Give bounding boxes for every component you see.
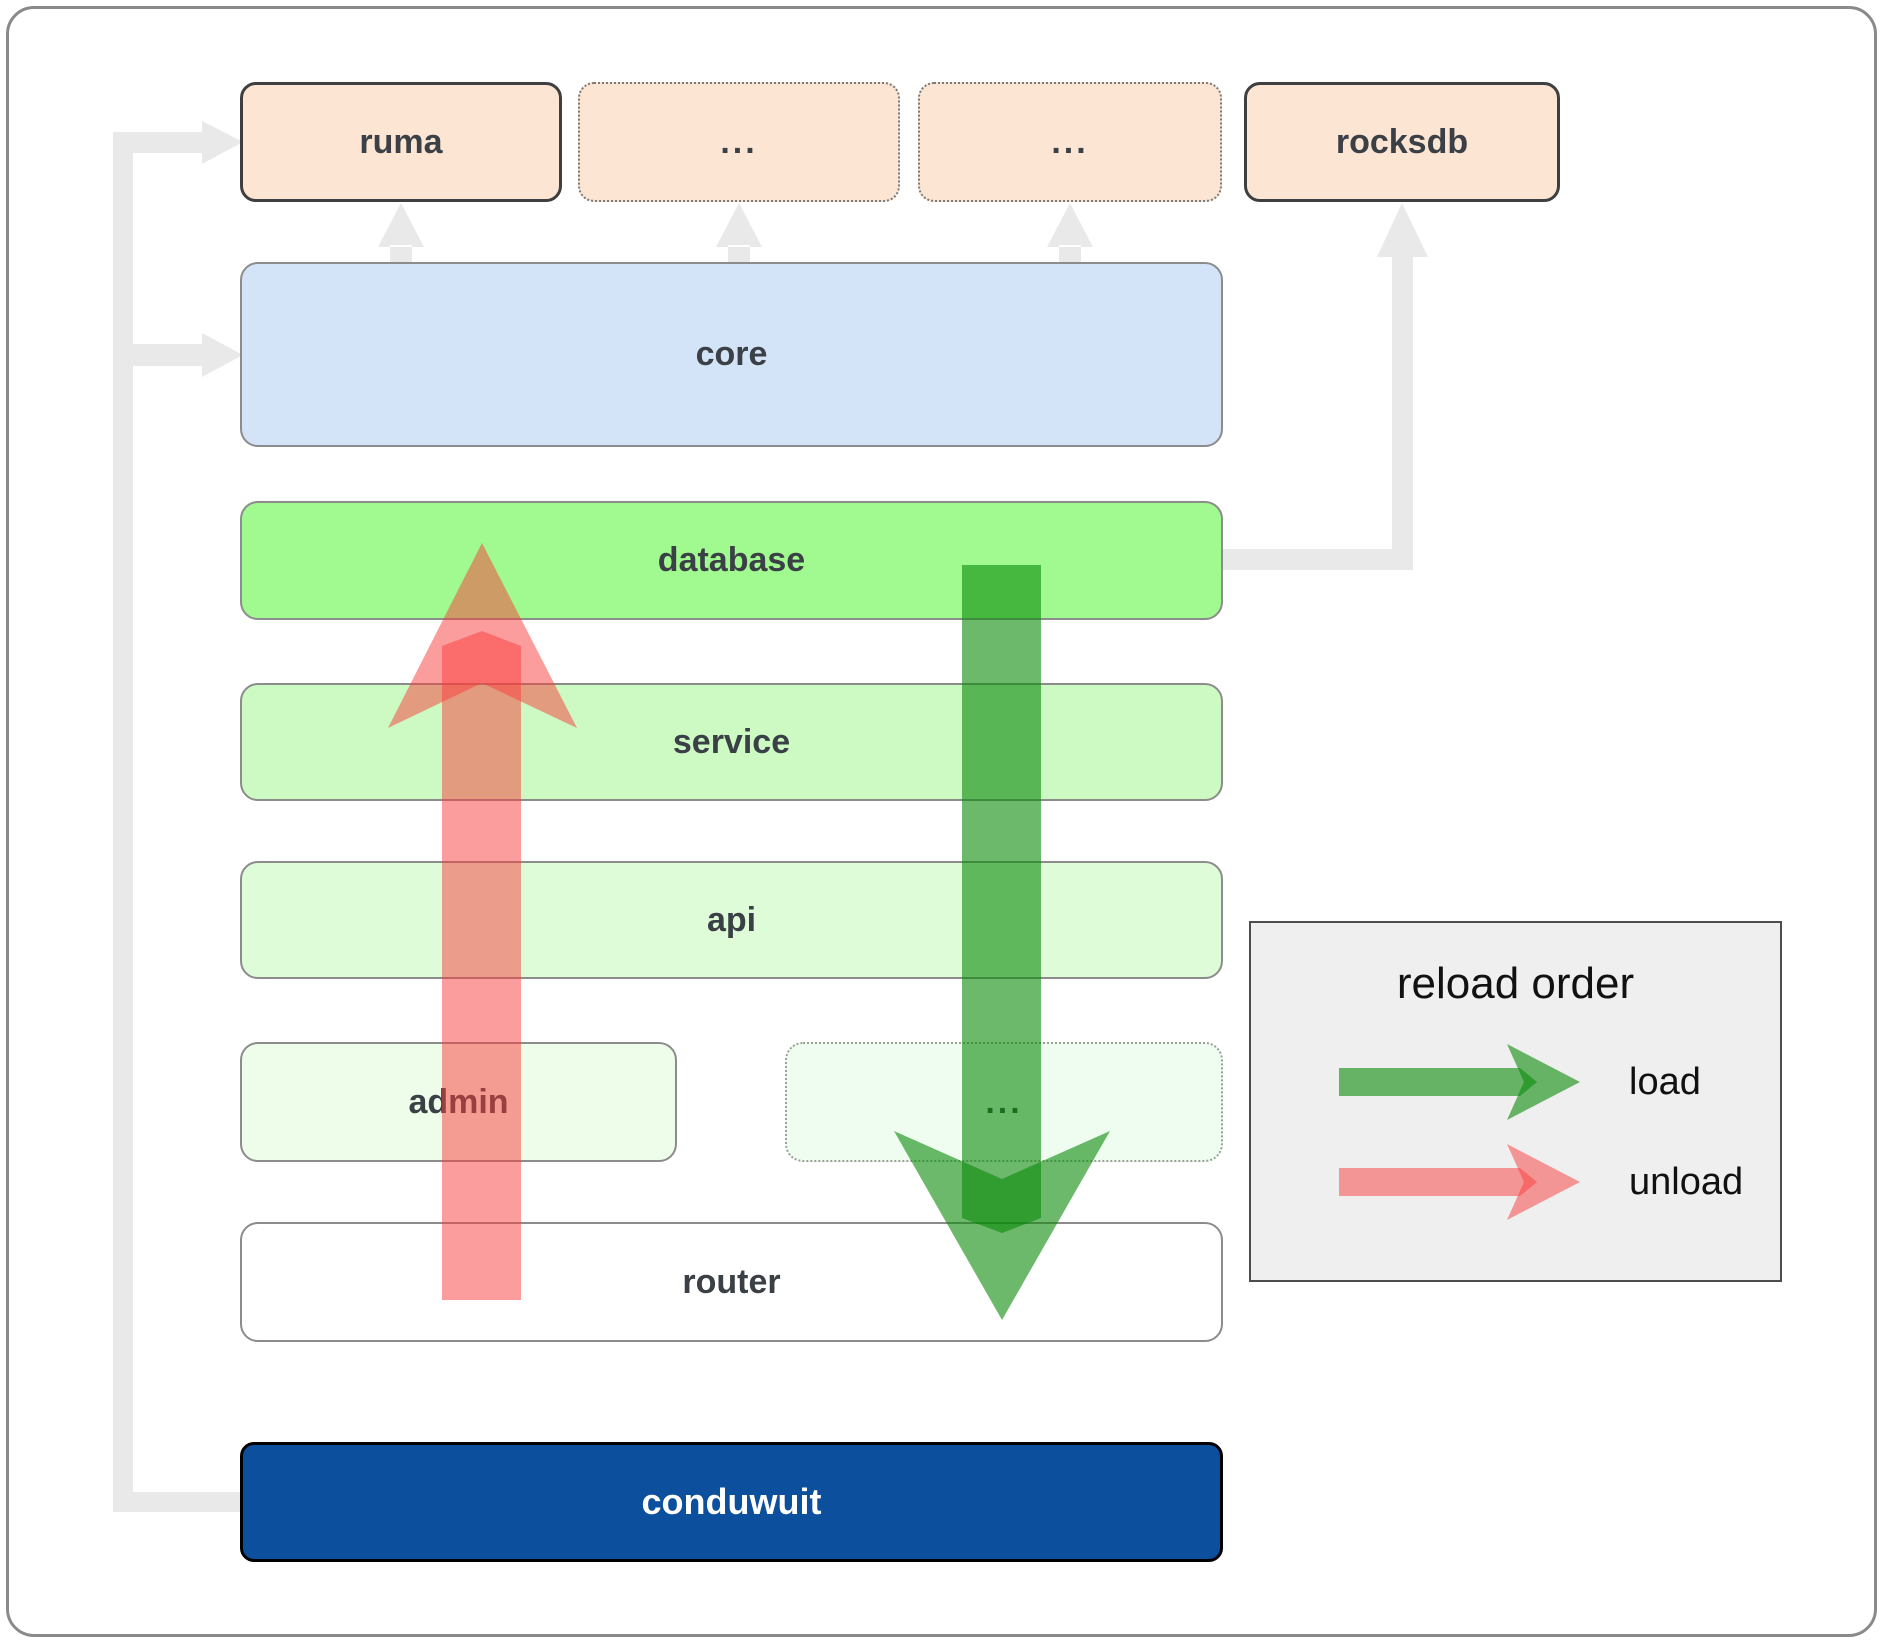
load-arrow-head-icon: [894, 1131, 1110, 1320]
node-router: router: [240, 1222, 1223, 1342]
legend-unload-arrow-shaft: [1339, 1168, 1537, 1196]
page-border: [6, 6, 1877, 1637]
legend-load-arrow-shaft: [1339, 1068, 1537, 1096]
arrow-core-to-ext2-icon: [1047, 203, 1093, 263]
legend-unload-arrow-head-icon: [1507, 1144, 1580, 1220]
unload-arrow-shaft: [442, 631, 521, 1300]
node-core: core: [240, 262, 1223, 447]
node-conduwuit: conduwuit: [240, 1442, 1223, 1562]
connector-to-core-line: [133, 344, 202, 366]
legend-title: reload order: [1396, 959, 1635, 1008]
connector-conduwuit-trunk: [113, 132, 133, 1512]
connector-to-core-arrowhead-icon: [202, 333, 243, 377]
arrow-core-to-ruma-icon: [378, 203, 424, 263]
connector-from-conduwuit-line: [133, 1492, 242, 1512]
node-ruma: ruma: [240, 82, 562, 202]
unload-arrow-head-icon: [388, 543, 577, 728]
node-api: api: [240, 861, 1223, 979]
connector-to-ruma-line: [113, 132, 202, 153]
node-ext1: ...: [578, 82, 900, 202]
load-arrow-shaft: [962, 565, 1041, 1233]
connector-database-to-rocksdb-line: [1223, 255, 1413, 570]
legend-load-arrow-head-icon: [1507, 1044, 1580, 1120]
arrow-core-to-ext1-icon: [716, 203, 762, 263]
legend-load-label: load: [1629, 1061, 1701, 1103]
node-database: database: [240, 501, 1223, 620]
node-ext2: ...: [918, 82, 1222, 202]
connector-to-ruma-arrowhead-icon: [202, 121, 243, 164]
connector-database-to-rocksdb-arrowhead-icon: [1377, 203, 1428, 257]
node-rocksdb: rocksdb: [1244, 82, 1560, 202]
legend-unload-label: unload: [1629, 1161, 1744, 1203]
